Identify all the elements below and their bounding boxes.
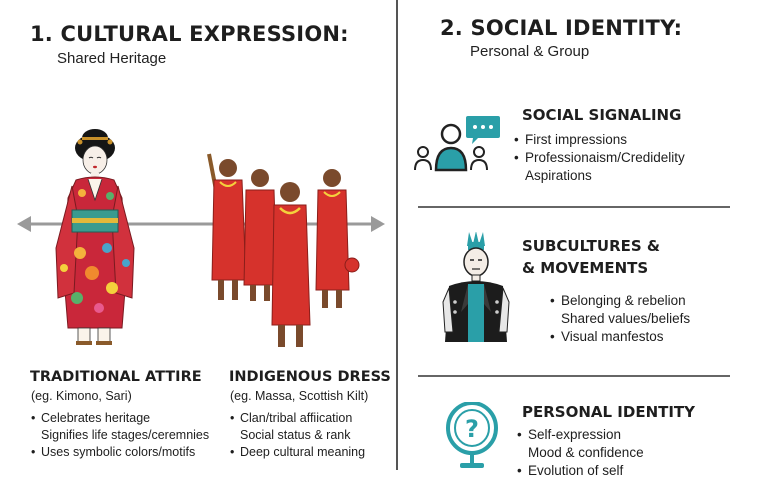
left-heading: 1. CULTURAL EXPRESSION: xyxy=(30,22,349,46)
people-chat-icon xyxy=(414,116,500,172)
indigenous-bullets: Clan/tribal affiication Social status & … xyxy=(230,410,365,461)
list-item: Evolution of self xyxy=(517,462,644,480)
section-title: SUBCULTURES & & MOVEMENTS xyxy=(522,235,660,279)
subcultures-bullets: Belonging & rebelion Shared values/belie… xyxy=(550,292,690,346)
list-item: Visual manfestos xyxy=(550,328,690,346)
list-item: Professionaism/Credidelity xyxy=(514,149,685,167)
list-item: Belonging & rebelion xyxy=(550,292,690,310)
list-item: Self-expression xyxy=(517,426,644,444)
traditional-title: TRADITIONAL ATTIRE xyxy=(30,369,202,385)
list-item: Social status & rank xyxy=(240,428,351,442)
list-item: Deep cultural meaning xyxy=(230,444,365,461)
traditional-examples: (eg. Kimono, Sari) xyxy=(31,389,132,403)
list-item: Clan/tribal affiication xyxy=(230,410,365,427)
punk-figure xyxy=(442,232,510,342)
mirror-question-icon: ? xyxy=(446,402,498,468)
list-item: Shared values/beliefs xyxy=(561,311,691,326)
column-divider xyxy=(396,0,398,470)
section-title-line: SUBCULTURES & xyxy=(522,237,660,255)
section-title: PERSONAL IDENTITY xyxy=(522,403,696,421)
list-item: Aspirations xyxy=(525,168,592,183)
traditional-bullets: Celebrates heritage Signifies life stage… xyxy=(31,410,209,461)
maasai-group xyxy=(207,153,360,347)
right-subheading: Personal & Group xyxy=(470,43,590,60)
section-title-line: & MOVEMENTS xyxy=(522,259,649,277)
list-item: Signifies life stages/ceremnies xyxy=(41,428,210,442)
personal-identity-bullets: Self-expression Mood & confidence Evolut… xyxy=(517,426,644,480)
right-heading: 2. SOCIAL IDENTITY: xyxy=(440,16,683,40)
list-item: Mood & confidence xyxy=(528,445,644,460)
section-divider xyxy=(418,375,730,377)
list-item: Uses symbolic colors/motifs xyxy=(31,444,209,461)
section-divider xyxy=(418,206,730,208)
list-item: First impressions xyxy=(514,131,685,149)
list-item: Celebrates heritage xyxy=(31,410,209,427)
svg-text:?: ? xyxy=(465,415,479,443)
section-title: SOCIAL SIGNALING xyxy=(522,106,682,124)
left-subheading: Shared Heritage xyxy=(57,50,167,67)
social-signaling-bullets: First impressions Professionaism/Credide… xyxy=(514,131,685,185)
kimono-figure xyxy=(55,129,135,345)
indigenous-title: INDIGENOUS DRESS xyxy=(229,369,391,385)
indigenous-examples: (eg. Massa, Scottish Kilt) xyxy=(230,389,369,403)
